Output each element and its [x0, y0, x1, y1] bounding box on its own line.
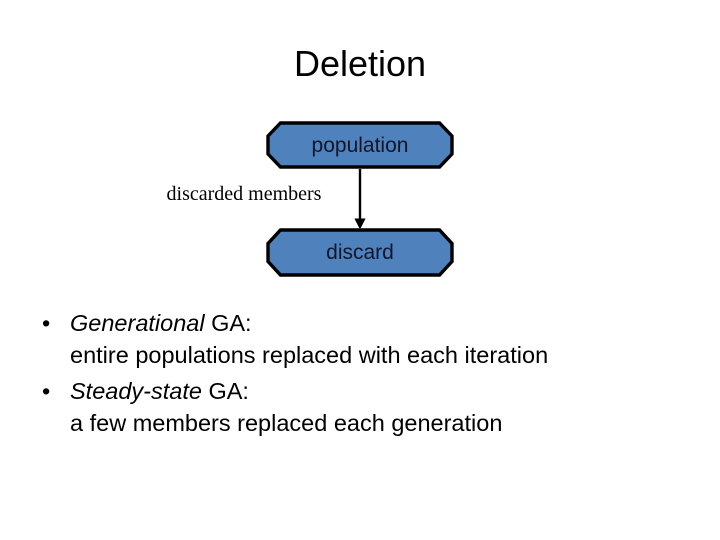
node-population[interactable]: population	[266, 121, 454, 169]
node-discard-label: discard	[326, 241, 394, 264]
bullet-marker-icon: •	[42, 310, 51, 336]
node-discard[interactable]: discard	[266, 228, 454, 277]
list-item: • Steady-state GA: a few members replace…	[26, 376, 686, 440]
octagon-shape-icon	[266, 228, 454, 277]
node-population-label: population	[311, 133, 409, 157]
bullet-second-line: entire populations replaced with each it…	[70, 341, 549, 368]
bullet-lead-text: Generational	[70, 310, 205, 336]
bullet-rest-text: GA:	[201, 377, 249, 404]
edge-label-discarded-members: discarded members	[166, 183, 322, 205]
deletion-diagram: discarded members population discard	[166, 121, 454, 277]
bullet-list: • Generational GA: entire populations re…	[26, 308, 686, 444]
page-title: Deletion	[293, 43, 427, 84]
bullet-lead-text: Steady-state	[70, 377, 202, 404]
bullet-rest-text: GA:	[204, 310, 252, 336]
bullet-second-line: a few members replaced each generation	[70, 409, 503, 436]
octagon-shape-icon	[266, 121, 454, 169]
bullet-marker-icon: •	[42, 377, 51, 404]
list-item: • Generational GA: entire populations re…	[26, 308, 686, 372]
